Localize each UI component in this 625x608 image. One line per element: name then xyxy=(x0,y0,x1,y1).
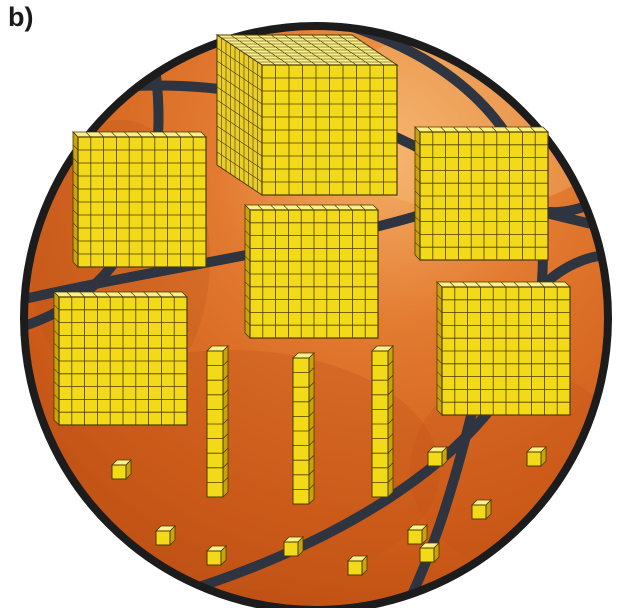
hundred-flat-2 xyxy=(414,126,549,261)
part-label: b) xyxy=(8,2,34,32)
hundred-flat-3 xyxy=(244,204,379,339)
unit-cube-1 xyxy=(111,459,132,480)
unit-cube-7 xyxy=(283,536,304,557)
unit-cube-4 xyxy=(155,525,176,546)
hundred-flat-1 xyxy=(72,131,207,268)
hundred-flat-5 xyxy=(436,281,571,416)
unit-cube-5 xyxy=(471,499,492,520)
unit-cube-9 xyxy=(407,524,428,545)
unit-cube-3 xyxy=(526,446,547,467)
hundred-flat-4 xyxy=(53,291,188,426)
thousand-cube xyxy=(215,34,399,196)
unit-cube-10 xyxy=(419,542,440,563)
seam-middle-band xyxy=(24,200,608,305)
unit-cube-6 xyxy=(206,545,227,566)
ten-rod-1 xyxy=(206,345,229,498)
unit-cube-8 xyxy=(347,555,368,576)
basketball-outline xyxy=(20,22,612,608)
base-ten-blocks xyxy=(53,34,571,576)
ten-rod-3 xyxy=(371,345,394,498)
ten-rod-2 xyxy=(292,352,315,505)
unit-cube-2 xyxy=(427,446,448,467)
